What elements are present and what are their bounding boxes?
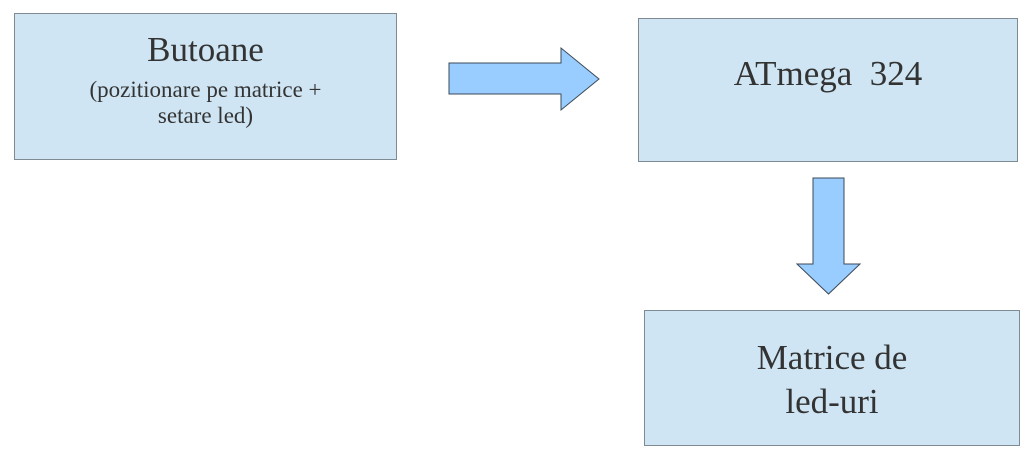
arrow-mcu-to-matrix bbox=[795, 177, 862, 295]
led-matrix-node: Matrice de led-uri bbox=[644, 310, 1020, 446]
mcu-node-title: ATmega 324 bbox=[733, 54, 923, 93]
arrow-down-shape bbox=[795, 177, 862, 295]
buttons-node: Butoane (pozitionare pe matrice + setare… bbox=[14, 13, 397, 160]
buttons-node-title: Butoane bbox=[147, 29, 264, 69]
led-matrix-node-title-line2: led-uri bbox=[785, 382, 879, 421]
mcu-node: ATmega 324 bbox=[638, 18, 1018, 162]
arrow-right-shape bbox=[448, 46, 600, 112]
buttons-node-subtitle: (pozitionare pe matrice + setare led) bbox=[89, 76, 322, 128]
led-matrix-node-title-line1: Matrice de bbox=[756, 338, 908, 377]
arrow-buttons-to-mcu bbox=[448, 46, 600, 112]
